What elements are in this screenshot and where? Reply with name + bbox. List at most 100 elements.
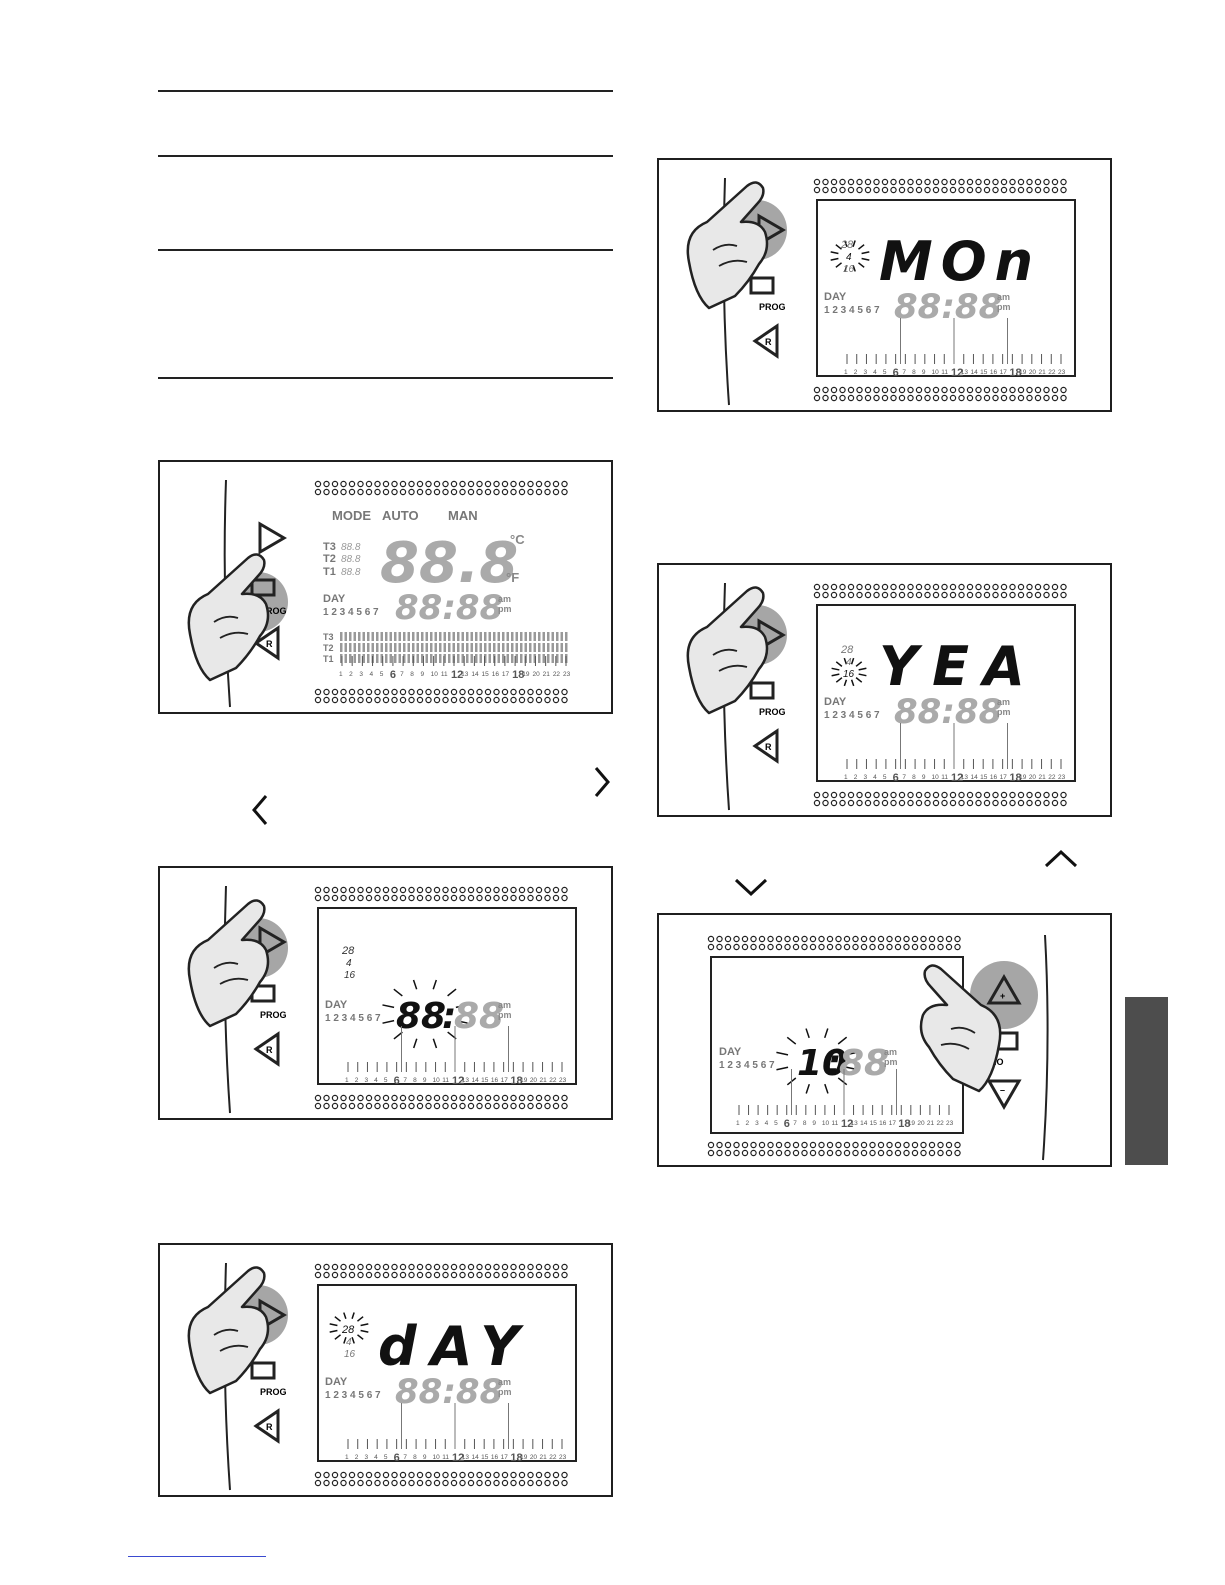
svg-text:18: 18 (512, 669, 524, 681)
prog-label: PROG (759, 707, 786, 717)
prog-label: PROG (260, 606, 287, 616)
svg-text:1: 1 (844, 369, 848, 376)
svg-text:17: 17 (502, 671, 510, 678)
dots-top (314, 1263, 568, 1279)
reset-button[interactable] (752, 323, 779, 359)
am-label: am (498, 1377, 511, 1387)
svg-text:10: 10 (932, 774, 940, 781)
lcd-frame (317, 1284, 577, 1462)
svg-text:18: 18 (510, 1452, 522, 1464)
prog-button[interactable] (749, 681, 775, 700)
am-label: am (997, 697, 1010, 707)
minus-button[interactable] (986, 1079, 1022, 1111)
section-tab (1125, 997, 1168, 1165)
svg-text:14: 14 (860, 1120, 868, 1127)
svg-text:8: 8 (410, 671, 414, 678)
svg-text:12: 12 (451, 669, 463, 681)
dots-bottom (813, 386, 1067, 402)
prog-button[interactable] (749, 276, 775, 295)
blink-rays (329, 1312, 369, 1344)
dots-bottom (314, 1094, 568, 1110)
svg-text:14: 14 (471, 1077, 479, 1084)
svg-text:15: 15 (481, 1077, 489, 1084)
thermostat-illustration: + MO – DAY 1 2 3 4 5 6 7 10 : 88 am pm 1… (707, 934, 1049, 1161)
date-day: 28 (840, 239, 854, 251)
svg-text:11: 11 (442, 1077, 449, 1084)
date-month: 4 (846, 657, 852, 668)
svg-text:8: 8 (803, 1120, 807, 1127)
svg-text:13: 13 (462, 1454, 470, 1461)
svg-text:6: 6 (893, 772, 899, 784)
svg-text:11: 11 (442, 1454, 449, 1461)
svg-text:2: 2 (854, 369, 858, 376)
minus-label: – (1000, 1085, 1005, 1095)
prog-label: PROG (759, 302, 786, 312)
dots-bottom (813, 791, 1067, 807)
svg-text:4: 4 (873, 774, 877, 781)
svg-text:10: 10 (822, 1120, 830, 1127)
day-digits: 1 2 3 4 5 6 7 (325, 1013, 381, 1024)
prog-button[interactable] (250, 1361, 276, 1380)
chevron-down-icon (734, 878, 768, 897)
svg-text:4: 4 (873, 369, 877, 376)
svg-text:16: 16 (990, 369, 998, 376)
dots-top (707, 935, 961, 951)
svg-text:20: 20 (1029, 369, 1037, 376)
pm-label: pm (884, 1057, 898, 1067)
lcd-frame (317, 907, 577, 1085)
svg-text:20: 20 (917, 1120, 925, 1127)
clock-display: 88:88 (894, 692, 1002, 732)
hand-icon (919, 964, 1002, 1093)
clock-display: 88:88 (395, 1372, 503, 1412)
svg-text:2: 2 (854, 774, 858, 781)
reset-label: R (266, 1045, 273, 1055)
footer-link-underline[interactable] (128, 1556, 266, 1557)
reset-button[interactable] (253, 1408, 280, 1444)
reset-button[interactable] (752, 728, 779, 764)
svg-text:21: 21 (1039, 369, 1047, 376)
day-label: DAY (325, 1376, 348, 1388)
svg-text:21: 21 (543, 671, 551, 678)
svg-text:8: 8 (413, 1454, 417, 1461)
date-month: 4 (346, 958, 352, 969)
pm-label: pm (498, 604, 512, 614)
svg-text:19: 19 (520, 1077, 528, 1084)
clock-colon: : (442, 996, 456, 1037)
year-text: YEA (879, 635, 1039, 698)
reset-button[interactable] (253, 1031, 280, 1067)
svg-text:3: 3 (863, 774, 867, 781)
svg-text:18: 18 (510, 1075, 522, 1087)
svg-text:10: 10 (433, 1454, 441, 1461)
svg-text:12: 12 (841, 1118, 853, 1130)
svg-text:9: 9 (420, 671, 424, 678)
svg-text:10: 10 (431, 671, 439, 678)
svg-text:14: 14 (471, 1454, 479, 1461)
reset-label: R (765, 742, 772, 752)
svg-text:T2: T2 (323, 643, 334, 653)
svg-text:18: 18 (1009, 772, 1021, 784)
svg-text:19: 19 (1019, 369, 1027, 376)
svg-text:5: 5 (883, 774, 887, 781)
svg-text:19: 19 (520, 1454, 528, 1461)
day-label: DAY (824, 696, 847, 708)
rule-2 (158, 155, 613, 157)
auto-label: AUTO (382, 508, 419, 523)
plus-button[interactable] (986, 973, 1022, 1005)
svg-text:7: 7 (403, 1454, 407, 1461)
svg-text:16: 16 (492, 671, 500, 678)
prog-label: PROG (260, 1010, 287, 1020)
right-arrow-button[interactable] (258, 521, 287, 555)
svg-text:1: 1 (345, 1454, 349, 1461)
reset-button[interactable] (253, 625, 280, 661)
chevron-left-icon (252, 795, 268, 825)
svg-text:21: 21 (927, 1120, 935, 1127)
clock-hours: 88 (396, 996, 446, 1037)
prog-button[interactable] (250, 578, 276, 597)
svg-text:14: 14 (970, 369, 978, 376)
svg-text:22: 22 (549, 1454, 557, 1461)
clock-display: 88:88 (395, 588, 503, 628)
